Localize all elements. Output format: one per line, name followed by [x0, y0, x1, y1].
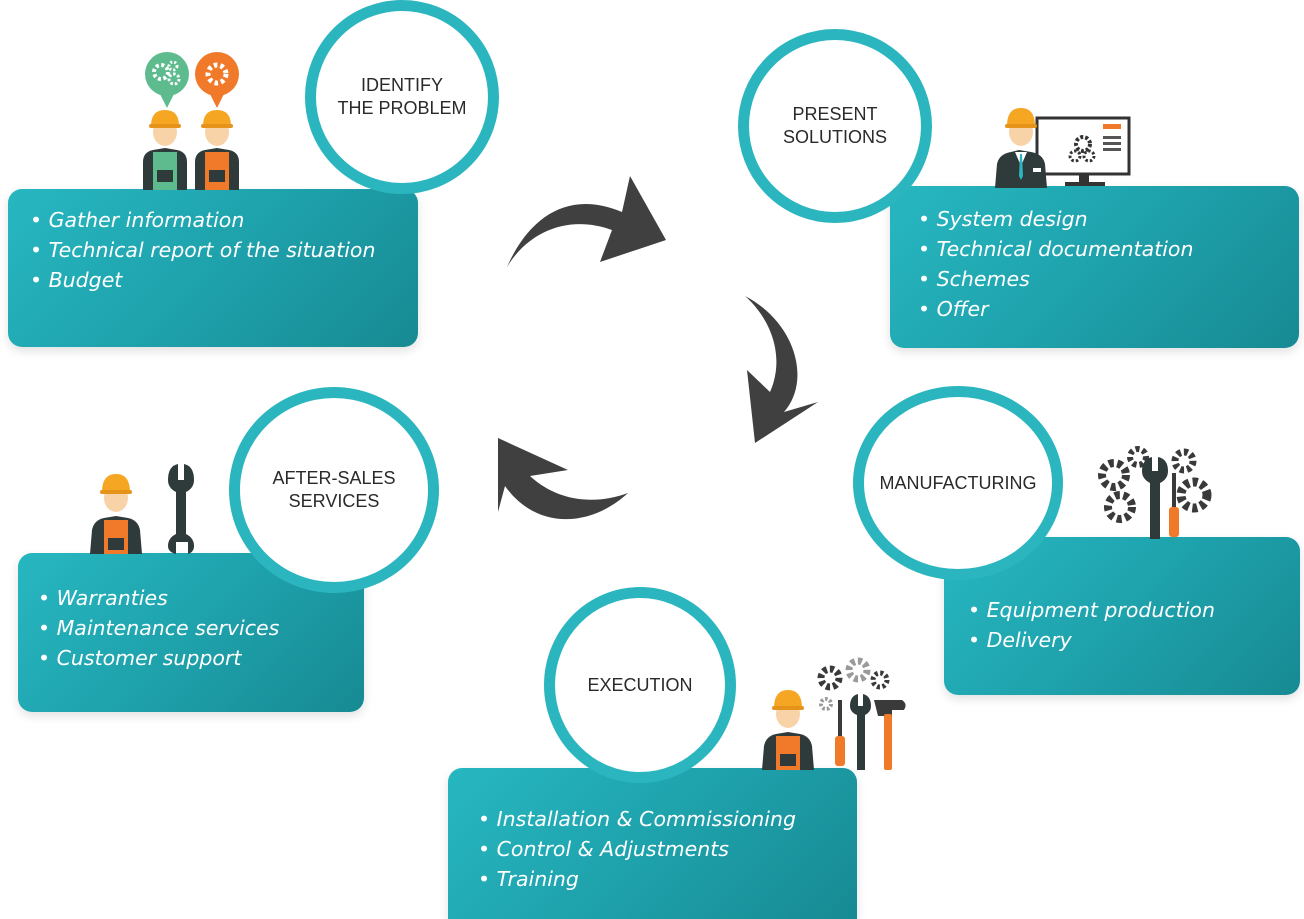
list-item: System design	[918, 204, 1299, 234]
after-sales-title: AFTER-SALES SERVICES	[272, 468, 396, 511]
present-title: PRESENT SOLUTIONS	[782, 104, 888, 147]
worker-wrench-icon	[90, 464, 194, 554]
list-item: Installation & Commissioning	[478, 804, 857, 834]
execution-list: Installation & Commissioning Control & A…	[448, 768, 857, 894]
after-sales-circle: AFTER-SALES SERVICES	[229, 387, 439, 593]
manufacturing-list: Equipment production Delivery	[944, 537, 1300, 655]
list-item: Technical documentation	[918, 234, 1299, 264]
gears-tools-icon	[1098, 446, 1212, 539]
list-item: Maintenance services	[38, 613, 364, 643]
execution-card: Installation & Commissioning Control & A…	[448, 768, 857, 919]
identify-card: Gather information Technical report of t…	[8, 189, 418, 347]
list-item: Offer	[918, 294, 1299, 324]
present-circle: PRESENT SOLUTIONS	[738, 29, 932, 223]
list-item: Training	[478, 864, 857, 894]
execution-title: EXECUTION	[587, 674, 693, 695]
arrow-identify-to-present	[507, 176, 666, 267]
manufacturing-card: Equipment production Delivery	[944, 537, 1300, 695]
engineer-monitor-icon	[995, 108, 1131, 188]
present-list: System design Technical documentation Sc…	[890, 186, 1299, 324]
list-item: Gather information	[30, 205, 418, 235]
arrow-execution-to-after-sales	[498, 438, 628, 520]
execution-circle: EXECUTION	[544, 587, 736, 783]
two-workers-gears-icon	[143, 52, 239, 190]
list-item: Budget	[30, 265, 418, 295]
list-item: Delivery	[968, 625, 1300, 655]
list-item: Technical report of the situation	[30, 235, 418, 265]
list-item: Equipment production	[968, 595, 1300, 625]
list-item: Warranties	[38, 583, 364, 613]
list-item: Customer support	[38, 643, 364, 673]
after-sales-list: Warranties Maintenance services Customer…	[18, 553, 364, 673]
arrow-present-to-manufacturing	[745, 296, 818, 443]
list-item: Schemes	[918, 264, 1299, 294]
worker-tools-icon	[762, 657, 906, 770]
manufacturing-title: MANUFACTURING	[879, 472, 1037, 493]
present-card: System design Technical documentation Sc…	[890, 186, 1299, 348]
list-item: Control & Adjustments	[478, 834, 857, 864]
manufacturing-circle: MANUFACTURING	[853, 386, 1063, 580]
identify-circle: IDENTIFY THE PROBLEM	[305, 0, 499, 194]
identify-title: IDENTIFY THE PROBLEM	[337, 75, 467, 118]
identify-list: Gather information Technical report of t…	[8, 189, 418, 295]
